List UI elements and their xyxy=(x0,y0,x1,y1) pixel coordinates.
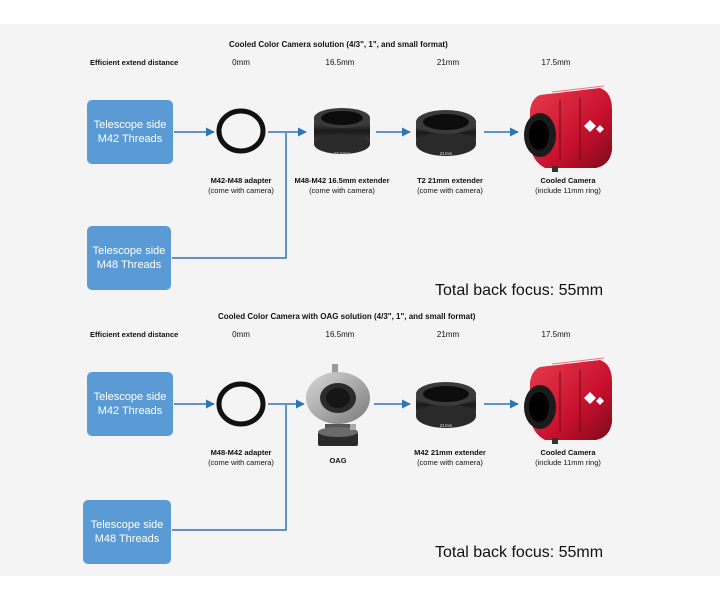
section1-telescope-m42-box: Telescope side M42 Threads xyxy=(87,100,173,164)
section2-title: Cooled Color Camera with OAG solution (4… xyxy=(218,312,476,321)
section2-caption-camera: Cooled Camera (include 11mm ring) xyxy=(508,448,628,468)
caption-note: (include 11mm ring) xyxy=(535,458,601,467)
section1-distance-1: 16.5mm xyxy=(325,58,355,67)
section1-box-bottom-line2: M48 Threads xyxy=(96,259,162,271)
section1-total-back-focus: Total back focus: 55mm xyxy=(435,282,604,299)
caption-note: (come with camera) xyxy=(309,186,375,195)
section2-extender-21mm xyxy=(416,382,476,428)
caption-name: M42-M48 adapter xyxy=(210,176,272,185)
caption-name: M48-M42 adapter xyxy=(210,448,272,457)
section2-distance-label: Efficient extend distance xyxy=(90,330,179,339)
section2-camera xyxy=(524,357,612,444)
section1-telescope-m48-box: Telescope side M48 Threads xyxy=(87,226,171,290)
section2-caption-extender-21: M42 21mm extender (come with camera) xyxy=(390,448,510,468)
section2-telescope-m42-box: Telescope side M42 Threads xyxy=(87,372,173,436)
section1-distance-3: 17.5mm xyxy=(541,58,571,67)
section1-distance-2: 21mm xyxy=(436,58,460,67)
section1-engraving-16-5mm: 16.5mm xyxy=(334,151,351,156)
caption-name: Cooled Camera xyxy=(540,176,596,185)
section1-caption-extender-16-5: M48-M42 16.5mm extender (come with camer… xyxy=(282,176,402,196)
section1-engraving-21mm: 21mm xyxy=(440,151,453,156)
section2-connectors xyxy=(172,399,519,531)
section2-engraving-21mm: 21mm xyxy=(440,423,453,428)
section2-total-back-focus: Total back focus: 55mm xyxy=(435,544,604,561)
caption-name: T2 21mm extender xyxy=(417,176,483,185)
section1-extender-16-5mm xyxy=(314,108,370,154)
caption-note: (come with camera) xyxy=(417,458,483,467)
section1-distance-label: Efficient extend distance xyxy=(90,58,179,67)
section2-distance-0: 0mm xyxy=(232,330,250,339)
caption-note: (come with camera) xyxy=(417,186,483,195)
section2-oag xyxy=(306,364,370,446)
section1-distance-0: 0mm xyxy=(232,58,250,67)
section2-adapter-ring xyxy=(216,381,266,427)
section2-box-bottom-line2: M48 Threads xyxy=(94,533,160,545)
section1-box-bottom-line1: Telescope side xyxy=(92,245,166,257)
section2-box-top-line1: Telescope side xyxy=(93,391,167,403)
caption-name: OAG xyxy=(329,456,347,465)
section2-telescope-m48-box: Telescope side M48 Threads xyxy=(83,500,171,564)
section2-distance-2: 21mm xyxy=(436,330,460,339)
section1-caption-camera: Cooled Camera (include 11mm ring) xyxy=(508,176,628,196)
caption-note: (come with camera) xyxy=(208,458,274,467)
section2-box-top-line2: M42 Threads xyxy=(97,405,163,417)
section2-caption-adapter: M48-M42 adapter (come with camera) xyxy=(181,448,301,468)
section1-box-top-line2: M42 Threads xyxy=(97,133,163,145)
section1-connectors xyxy=(172,127,519,259)
section1-extender-21mm xyxy=(416,110,476,156)
section1-title: Cooled Color Camera solution (4/3", 1", … xyxy=(229,40,448,49)
caption-note: (include 11mm ring) xyxy=(535,186,601,195)
section1-caption-extender-21: T2 21mm extender (come with camera) xyxy=(390,176,510,196)
caption-name: M42 21mm extender xyxy=(414,448,486,457)
section1-adapter-ring xyxy=(216,108,266,154)
section1-caption-adapter: M42-M48 adapter (come with camera) xyxy=(181,176,301,196)
section2-distance-3: 17.5mm xyxy=(541,330,571,339)
section1-box-top-line1: Telescope side xyxy=(93,119,167,131)
section2-box-bottom-line1: Telescope side xyxy=(90,519,164,531)
section2-caption-oag: OAG xyxy=(278,456,398,466)
caption-name: M48-M42 16.5mm extender xyxy=(294,176,390,185)
caption-note: (come with camera) xyxy=(208,186,274,195)
caption-name: Cooled Camera xyxy=(540,448,596,457)
section1-camera xyxy=(524,85,612,172)
section2-distance-1: 16.5mm xyxy=(325,330,355,339)
